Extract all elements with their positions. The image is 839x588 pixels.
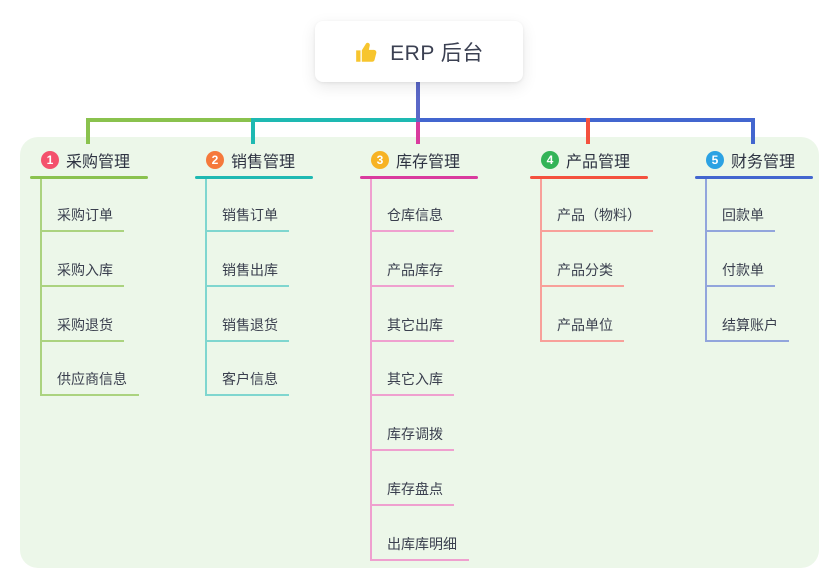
child-node-库存调拨[interactable]: 库存调拨 [370,419,454,451]
branch-underline [30,176,148,179]
child-label: 出库库明细 [387,536,457,552]
child-node-采购入库[interactable]: 采购入库 [40,255,124,287]
child-label: 产品（物料） [557,207,641,223]
branch-drop-line [86,118,90,144]
branch-node-库存管理[interactable]: 3 库存管理 [371,149,460,171]
subtree-connector-line [205,179,207,397]
child-label: 销售出库 [222,262,278,278]
subtree-connector-line [540,179,542,342]
branch-node-销售管理[interactable]: 2 销售管理 [206,149,295,171]
child-label: 其它入库 [387,371,443,387]
child-node-销售订单[interactable]: 销售订单 [205,200,289,232]
branch-title: 财务管理 [731,154,796,171]
child-label: 产品库存 [387,262,443,278]
child-label: 销售订单 [222,207,278,223]
branch-node-产品管理[interactable]: 4 产品管理 [541,149,630,171]
trunk-segment-right [416,118,755,122]
child-label: 其它出库 [387,317,443,333]
trunk-segment-left [86,118,255,122]
thumbs-up-icon [354,39,380,65]
branch-badge: 5 [706,151,724,169]
subtree-connector-line [705,179,707,342]
branch-node-采购管理[interactable]: 1 采购管理 [41,149,130,171]
branch-underline [530,176,648,179]
mindmap-branches-container [20,137,819,568]
branch-title: 产品管理 [566,154,631,171]
child-label: 供应商信息 [57,371,127,387]
child-node-采购订单[interactable]: 采购订单 [40,200,124,232]
branch-underline [695,176,813,179]
child-node-产品单位[interactable]: 产品单位 [540,310,624,342]
branch-title: 销售管理 [231,154,296,171]
branch-drop-line [586,118,590,144]
branch-drop-line [416,118,420,144]
trunk-segment-mid [251,118,420,122]
child-label: 销售退货 [222,317,278,333]
child-node-产品分类[interactable]: 产品分类 [540,255,624,287]
root-connector-line [416,82,420,122]
child-node-供应商信息[interactable]: 供应商信息 [40,364,139,396]
child-node-结算账户[interactable]: 结算账户 [705,310,789,342]
child-label: 仓库信息 [387,207,443,223]
branch-drop-line [251,118,255,144]
branch-badge: 1 [41,151,59,169]
branch-node-财务管理[interactable]: 5 财务管理 [706,149,795,171]
subtree-connector-line [40,179,42,397]
branch-drop-line [751,118,755,144]
root-title: ERP 后台 [390,41,484,65]
subtree-connector-line [370,179,372,561]
child-node-出库库明细[interactable]: 出库库明细 [370,529,469,561]
child-label: 产品分类 [557,262,613,278]
child-label: 回款单 [722,207,764,223]
branch-title: 库存管理 [396,154,461,171]
child-node-客户信息[interactable]: 客户信息 [205,364,289,396]
child-node-回款单[interactable]: 回款单 [705,200,775,232]
child-node-销售出库[interactable]: 销售出库 [205,255,289,287]
root-node[interactable]: ERP 后台 [315,21,523,82]
child-label: 产品单位 [557,317,613,333]
child-node-销售退货[interactable]: 销售退货 [205,310,289,342]
child-label: 付款单 [722,262,764,278]
child-node-产品库存[interactable]: 产品库存 [370,255,454,287]
child-label: 采购订单 [57,207,113,223]
child-node-采购退货[interactable]: 采购退货 [40,310,124,342]
branch-underline [195,176,313,179]
child-node-仓库信息[interactable]: 仓库信息 [370,200,454,232]
branch-badge: 3 [371,151,389,169]
child-label: 客户信息 [222,371,278,387]
child-node-其它出库[interactable]: 其它出库 [370,310,454,342]
child-label: 采购入库 [57,262,113,278]
branch-badge: 2 [206,151,224,169]
child-node-其它入库[interactable]: 其它入库 [370,364,454,396]
branch-underline [360,176,478,179]
child-label: 采购退货 [57,317,113,333]
child-label: 结算账户 [722,317,778,333]
child-label: 库存盘点 [387,481,443,497]
child-node-库存盘点[interactable]: 库存盘点 [370,474,454,506]
branch-badge: 4 [541,151,559,169]
child-label: 库存调拨 [387,426,443,442]
child-node-付款单[interactable]: 付款单 [705,255,775,287]
child-node-产品（物料）[interactable]: 产品（物料） [540,200,653,232]
branch-title: 采购管理 [66,154,131,171]
